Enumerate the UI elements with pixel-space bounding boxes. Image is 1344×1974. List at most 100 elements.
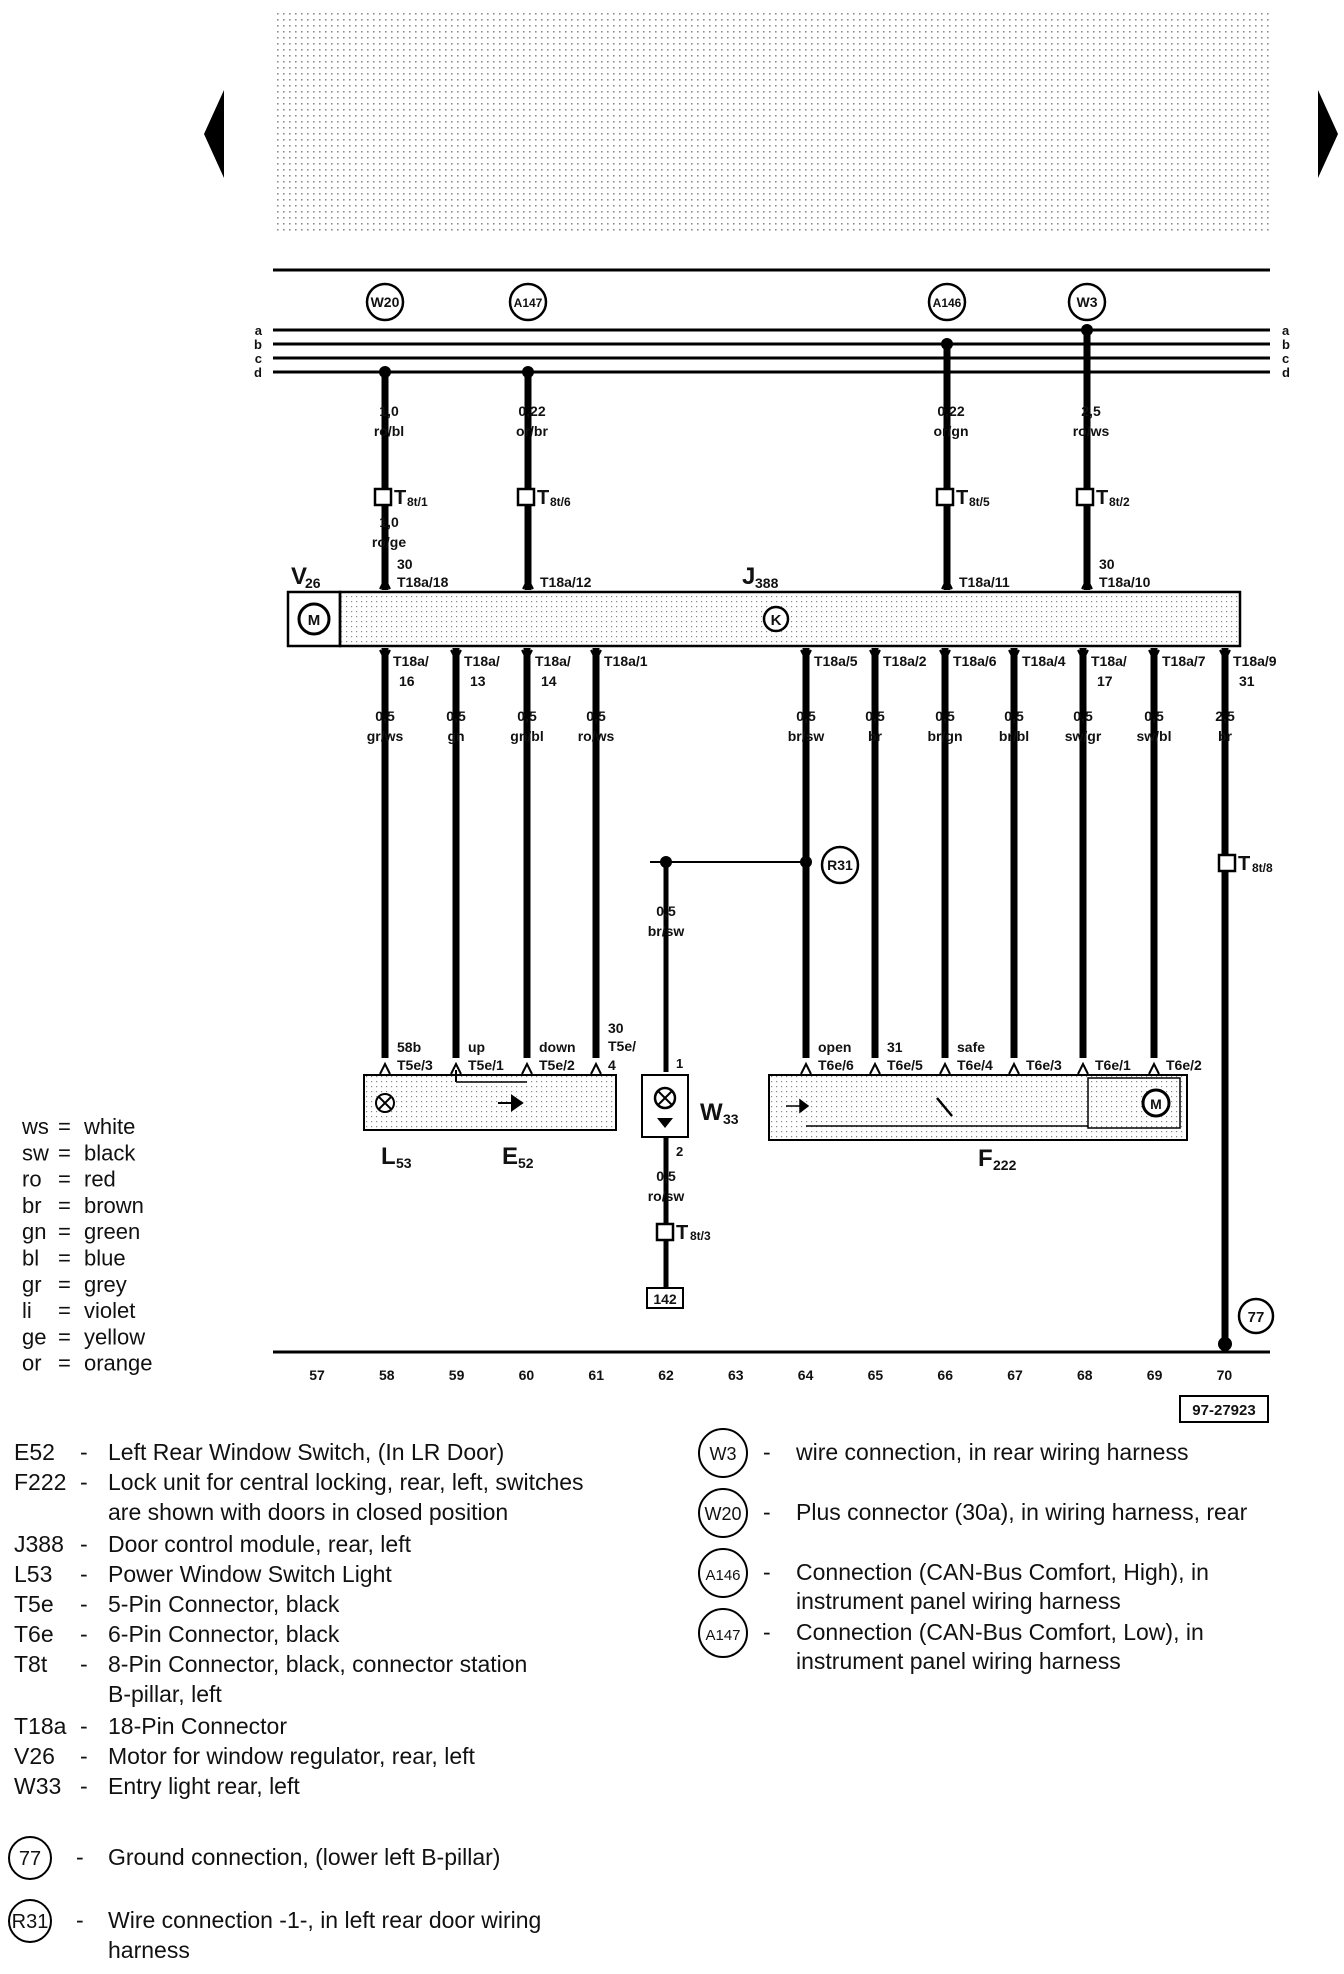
pin-label: T6e/2 [1166,1057,1202,1073]
color-equals: = [58,1114,71,1139]
color-code: or [22,1351,42,1376]
pin-arrow-icon [939,649,951,663]
color-code: ge [22,1324,46,1349]
legend-description: Plus connector (30a), in wiring harness,… [796,1499,1248,1525]
pin-label: T18a/ [535,653,571,669]
legend-circle-w3 [698,1428,748,1478]
component-label-l53: L [381,1143,396,1170]
pin-label: T18a/18 [397,574,449,590]
bus-label-right-d: d [1282,365,1290,380]
wire-color: gn/bl [510,728,543,744]
wire-size: 0,5 [375,708,395,724]
bus-connector-label: W3 [1077,294,1098,310]
color-equals: = [58,1324,71,1349]
legend-code: W20 [704,1504,741,1524]
legend-separator: - [80,1531,88,1557]
color-name: white [83,1114,135,1139]
legend-separator: - [763,1439,771,1465]
bus-label-left-b: b [254,337,262,352]
pin-function-label: open [818,1039,851,1055]
pin-label-2: 13 [470,673,486,689]
connector-label: T [956,487,968,509]
pin-label-2: 17 [1097,673,1113,689]
pin-label: T5e/1 [468,1057,504,1073]
lamp-icon-cross [657,1090,673,1106]
legend-separator: - [80,1439,88,1465]
pin-label: T6e/5 [887,1057,923,1073]
wire-size: 2,5 [1215,708,1235,724]
legend-code: W33 [14,1773,61,1799]
pin-label: T5e/3 [397,1057,433,1073]
pin-label: T18a/10 [1099,574,1151,590]
pin-arrow-icon [869,1061,881,1075]
legend-description: harness [108,1937,190,1963]
previous-page-triangle-left-icon[interactable] [204,90,224,178]
bus-connector-w20 [365,282,405,322]
reference-142: 142 [653,1291,677,1307]
connector-housing-icon [1217,853,1237,873]
legend-code: W3 [710,1444,737,1464]
legend-description: 8-Pin Connector, black, connector statio… [108,1651,527,1677]
color-code: sw [22,1140,49,1165]
connector-pin-label: 8t/1 [407,495,428,509]
pin-arrow-icon [800,649,812,663]
wire-size: 0,5 [1144,708,1164,724]
legend-code: E52 [14,1439,55,1465]
legend-circle-r31 [8,1899,52,1943]
legend-description: Ground connection, (lower left B-pillar) [108,1844,500,1870]
control-module-icon [762,605,790,633]
component-label-w33-sub: 33 [723,1111,739,1127]
legend-code: T18a [14,1713,67,1739]
wire-color: ro/bl [374,423,404,439]
junction-dot [800,856,812,868]
legend-separator: - [80,1621,88,1647]
legend-circle-a147 [698,1608,748,1658]
connector-pin-label: 8t/6 [550,495,571,509]
legend-description: Left Rear Window Switch, (In LR Door) [108,1439,504,1465]
wire-size: 2,5 [1081,403,1101,419]
wire-size: 0,5 [586,708,606,724]
wire-size: 0,5 [517,708,537,724]
component-label-w33: W [700,1099,723,1126]
pin-function-label: safe [957,1039,985,1055]
pin-label: T18a/11 [959,574,1010,590]
pin-arrow-icon [869,649,881,663]
wire-color: br/sw [788,728,825,744]
motor-icon [1141,1088,1171,1118]
component-label-f222-sub: 222 [993,1157,1017,1173]
color-equals: = [58,1193,71,1218]
pin-label: T18a/2 [883,653,927,669]
pin-label: T6e/1 [1095,1057,1131,1073]
control-module-icon-letter: K [771,612,782,629]
legend-circle-w20 [698,1488,748,1538]
pin-label-2: 31 [1239,673,1255,689]
color-name: violet [84,1298,135,1323]
component-label-e52: E [502,1143,518,1170]
bus-connector-a146 [927,282,967,322]
lamp-icon-cross [378,1096,392,1110]
ruler-number: 65 [868,1367,884,1383]
legend-description: Power Window Switch Light [108,1561,392,1587]
color-name: green [84,1219,140,1244]
pin-function-label: down [539,1039,576,1055]
color-equals: = [58,1140,71,1165]
w33-pin-2: 2 [676,1144,683,1159]
legend-code: L53 [14,1561,52,1587]
wire-color: br/sw [648,923,685,939]
legend-description: Connection (CAN-Bus Comfort, Low), in [796,1619,1204,1645]
pin-label: T18a/7 [1162,653,1206,669]
pin-label: T5e/ [608,1038,636,1054]
wire-color: sw/bl [1136,728,1171,744]
wire-color: br [868,728,883,744]
pin-function-label: 58b [397,1039,421,1055]
color-code: ro [22,1167,42,1192]
connector-label: T [676,1222,688,1244]
legend-circle-a146 [698,1548,748,1598]
legend-code: A147 [705,1627,740,1644]
pin-arrow-icon [450,1061,462,1075]
legend-description: wire connection, in rear wiring harness [795,1439,1188,1465]
r31-connector [820,845,860,885]
next-page-triangle-right-icon[interactable] [1318,90,1338,178]
pin-label-2: 14 [541,673,557,689]
